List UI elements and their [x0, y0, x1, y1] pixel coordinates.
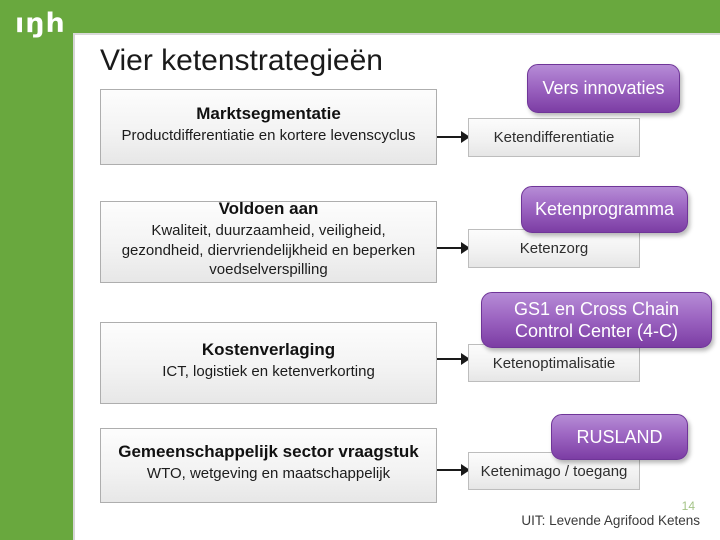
chain-label-ketendifferentiatie: Ketendifferentiatie	[468, 118, 640, 157]
arrow-line	[437, 136, 463, 138]
connector-arrow-right-icon	[437, 242, 470, 254]
box-subtitle: Productdifferentiatie en kortere levensc…	[121, 126, 416, 144]
arrow-head-icon	[461, 131, 470, 143]
button-rusland: RUSLAND	[551, 414, 688, 460]
box-title: Voldoen aan	[218, 199, 319, 219]
strategy-box-gemeenschappelijk: Gemeenschappelijk sector vraagstuk WTO, …	[100, 428, 437, 503]
strategy-box-kostenverlaging: Kostenverlaging ICT, logistiek en ketenv…	[100, 322, 437, 404]
chain-label-text: Ketenoptimalisatie	[492, 354, 616, 372]
chain-label-text: Ketenzorg	[519, 240, 589, 257]
strategy-box-marktsegmentatie: Marktsegmentatie Productdifferentiatie e…	[100, 89, 437, 165]
slide-title: Vier ketenstrategieën	[100, 44, 383, 77]
page-number: 14	[681, 499, 695, 513]
footer-source: UIT: Levende Agrifood Ketens	[521, 513, 700, 528]
pill-label: GS1 en Cross Chain Control Center (4-C)	[513, 298, 680, 342]
box-subtitle: ICT, logistiek en ketenverkorting	[162, 362, 375, 380]
pill-label: RUSLAND	[576, 426, 663, 447]
arrow-line	[437, 247, 463, 249]
pill-label: Ketenprogramma	[534, 199, 675, 220]
chain-label-ketenzorg: Ketenzorg	[468, 229, 640, 268]
arrow-line	[437, 358, 463, 360]
chain-label-ketenimago: Ketenimago / toegang	[468, 452, 640, 490]
chain-label-ketenoptimalisatie: Ketenoptimalisatie	[468, 344, 640, 382]
button-vers-innovaties: Vers innovaties	[527, 64, 680, 113]
pill-label: Vers innovaties	[542, 78, 665, 99]
arrow-line	[437, 469, 463, 471]
arrow-head-icon	[461, 353, 470, 365]
box-title: Marktsegmentatie	[196, 103, 341, 123]
arrow-head-icon	[461, 242, 470, 254]
box-subtitle: Kwaliteit, duurzaamheid, veiligheid, gez…	[121, 222, 416, 279]
box-subtitle: WTO, wetgeving en maatschappelijk	[146, 465, 391, 483]
chain-label-text: Ketenimago / toegang	[480, 462, 628, 480]
connector-arrow-right-icon	[437, 464, 470, 476]
arrow-head-icon	[461, 464, 470, 476]
button-ketenprogramma: Ketenprogramma	[521, 186, 688, 233]
box-title: Kostenverlaging	[201, 339, 336, 359]
chain-label-text: Ketendifferentiatie	[493, 129, 615, 146]
box-title: Gemeenschappelijk sector vraagstuk	[118, 442, 419, 462]
strategy-box-voldoen-aan: Voldoen aan Kwaliteit, duurzaamheid, vei…	[100, 199, 437, 283]
connector-arrow-right-icon	[437, 353, 470, 365]
connector-arrow-right-icon	[437, 131, 470, 143]
company-logo: ıŋh	[15, 8, 66, 39]
button-gs1-cross-chain: GS1 en Cross Chain Control Center (4-C)	[481, 292, 712, 348]
